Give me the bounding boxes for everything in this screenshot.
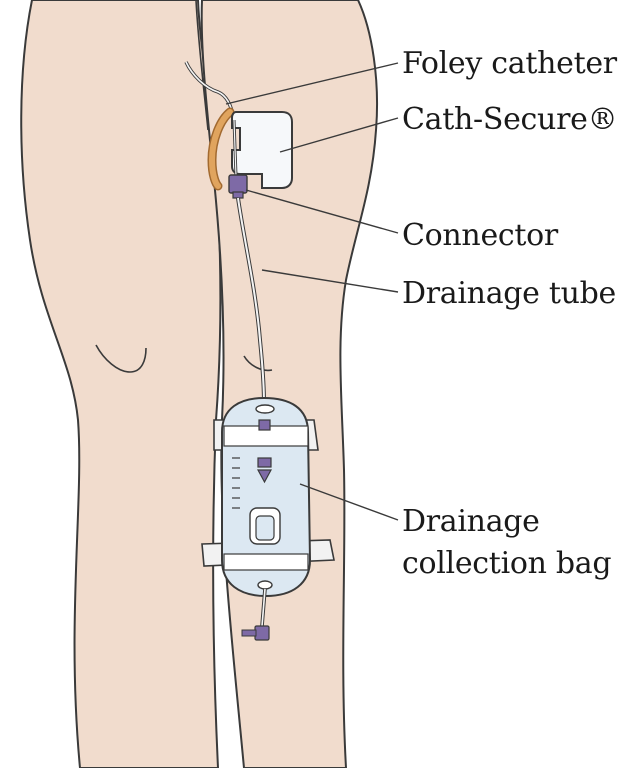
label-cath-secure: Cath-Secure® bbox=[402, 102, 618, 137]
drainage-bag bbox=[221, 396, 312, 598]
label-drainage-tube: Drainage tube bbox=[402, 276, 617, 311]
cath-secure-pad bbox=[231, 111, 293, 189]
label-drainage-bag-line2: collection bag bbox=[402, 546, 612, 581]
label-foley-catheter: Foley catheter bbox=[402, 46, 617, 81]
bag-scale-marks bbox=[232, 457, 240, 509]
leg-left bbox=[20, 0, 222, 768]
knee-crease-left bbox=[95, 344, 147, 373]
drain-valve bbox=[254, 625, 270, 641]
connector-piece bbox=[228, 174, 248, 194]
knee-crease-right bbox=[243, 355, 273, 372]
label-connector: Connector bbox=[402, 218, 558, 253]
leader-foley-catheter bbox=[225, 62, 399, 105]
leader-drainage-tube bbox=[261, 269, 399, 293]
thigh-gap-line bbox=[195, 0, 209, 131]
leader-cath-secure bbox=[279, 117, 399, 153]
leader-connector bbox=[245, 189, 399, 234]
leader-drainage-bag bbox=[299, 483, 399, 521]
label-drainage-bag-line1: Drainage bbox=[402, 504, 540, 539]
